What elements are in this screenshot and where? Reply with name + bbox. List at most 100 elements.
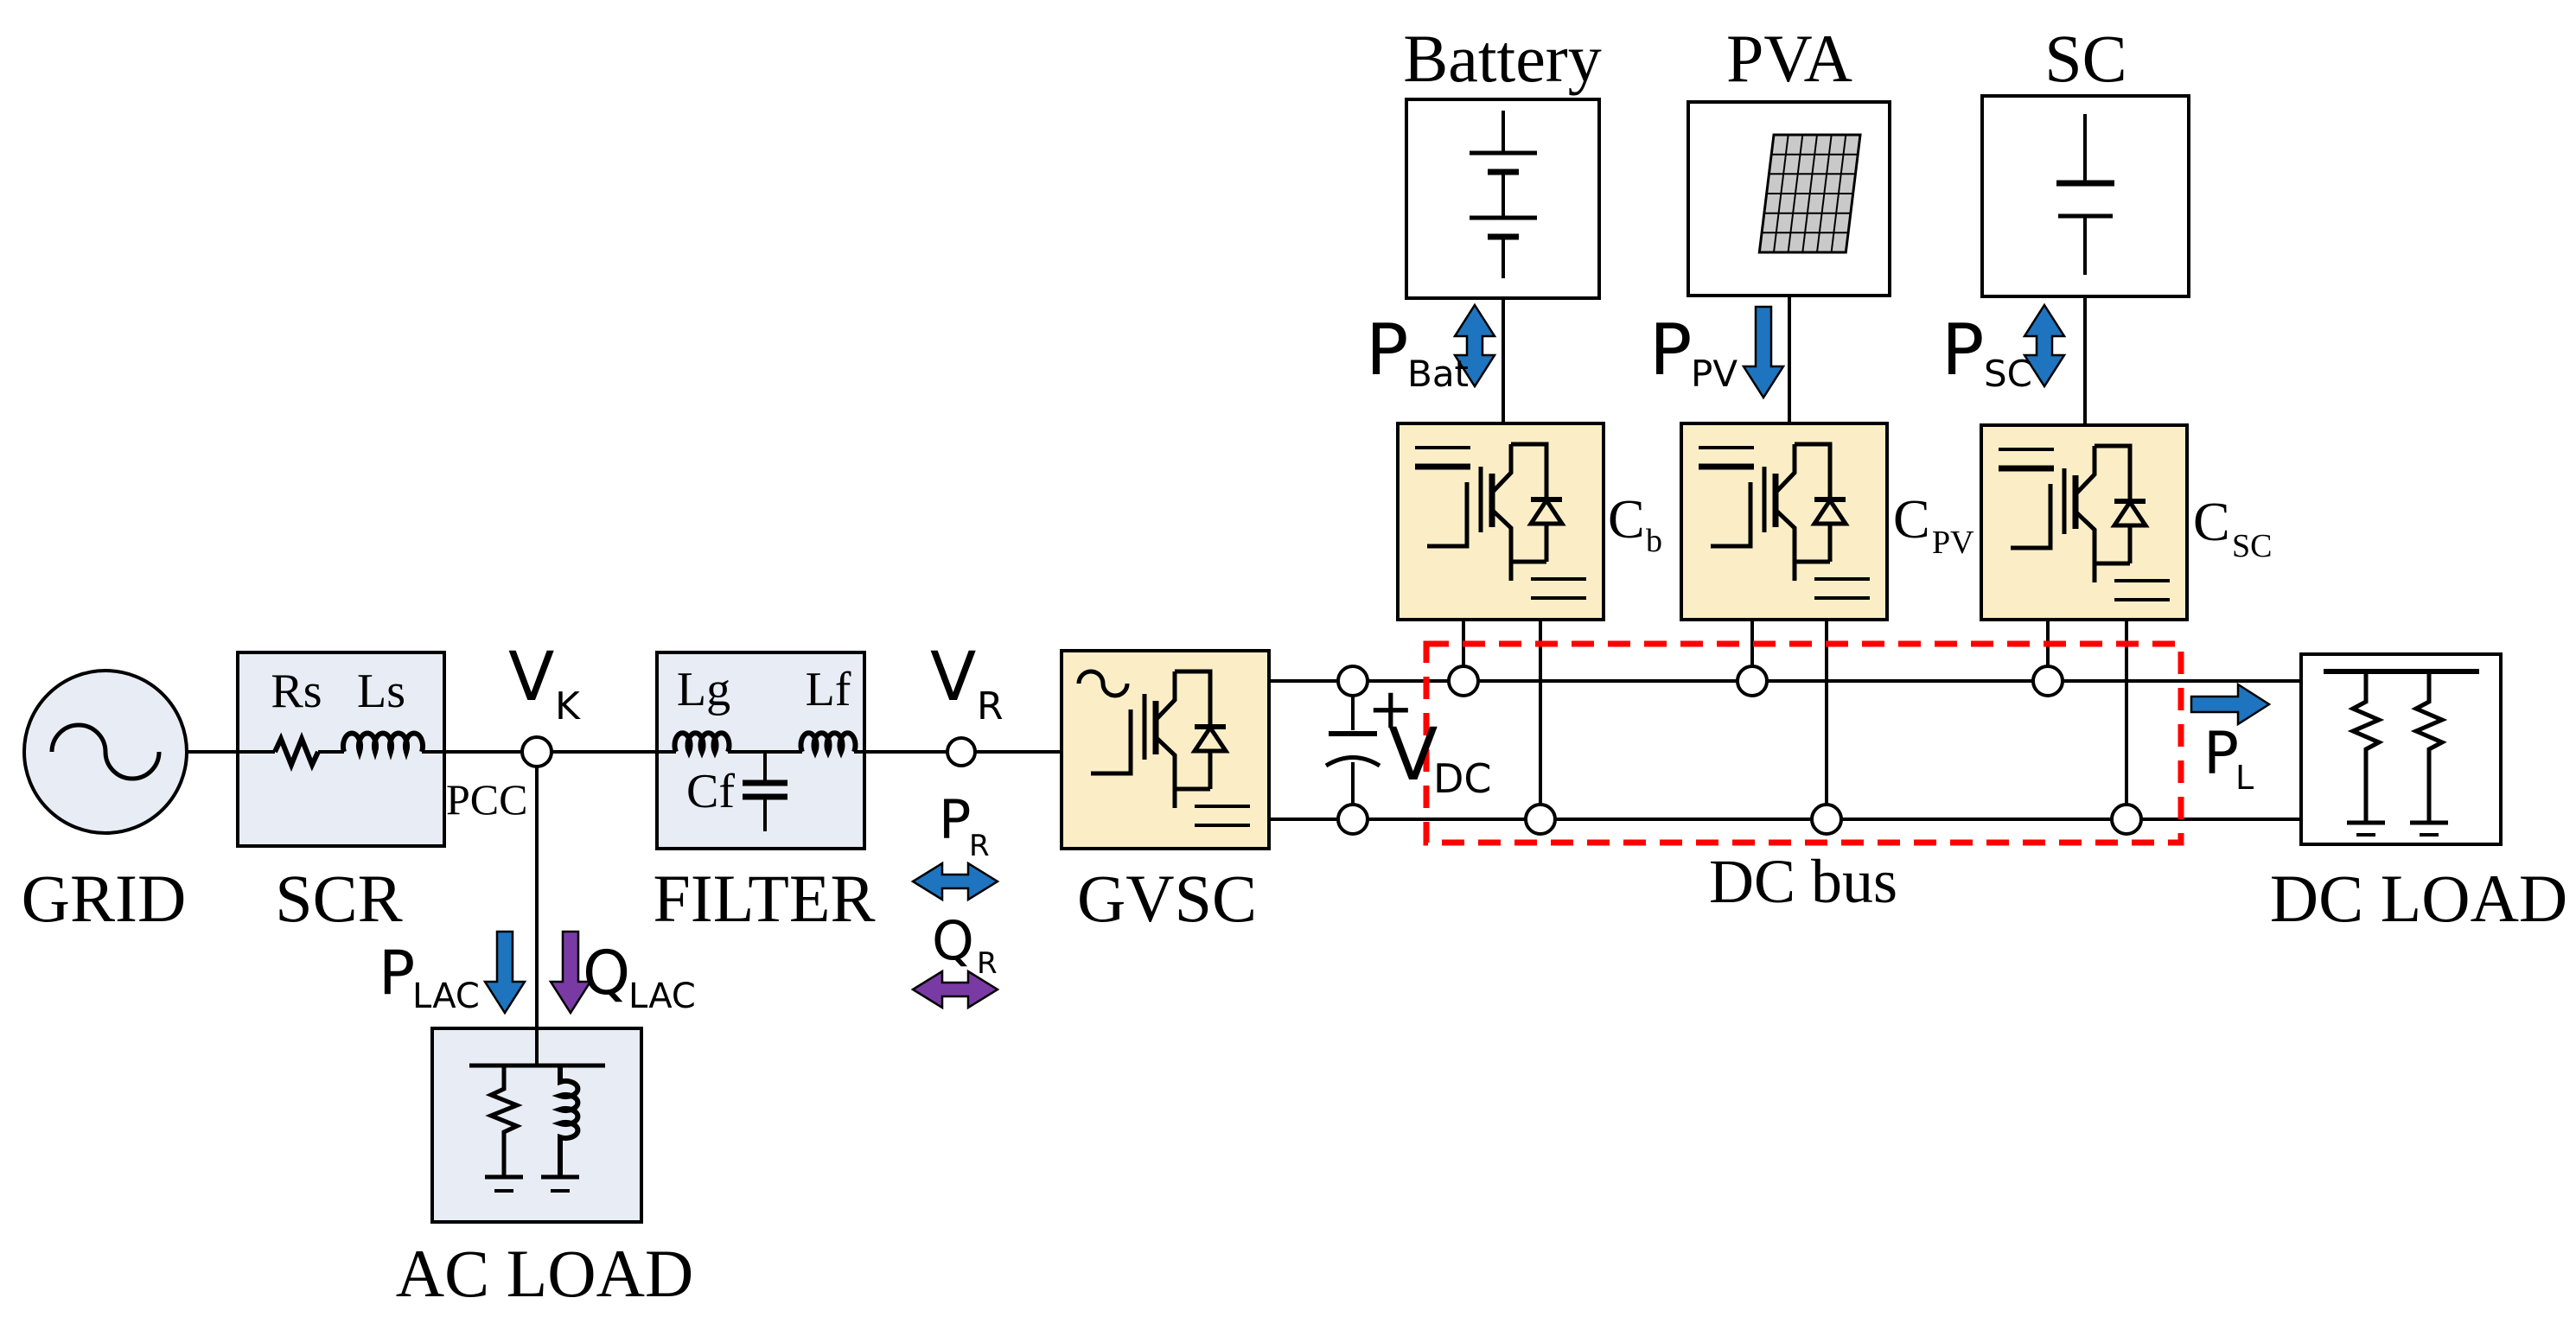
- diode-triangle-icon: [2110, 498, 2150, 528]
- pv-top-node: [1736, 665, 1769, 697]
- plac-down-arrow-icon: [482, 930, 527, 1015]
- igbt-icon: [2011, 443, 2133, 582]
- igbt-icon: [1427, 442, 1549, 581]
- filter-label: FILTER: [653, 861, 875, 936]
- pbat-label-sub: Bat: [1407, 353, 1469, 395]
- vr-node: [946, 736, 977, 767]
- battery-long-plates-icon: [1470, 150, 1537, 220]
- inductor-ls-icon: [341, 730, 425, 760]
- battery-short-plates-icon: [1488, 169, 1519, 240]
- dc-cap-bottom-node: [1336, 803, 1369, 836]
- cf-label: Cf: [686, 765, 735, 818]
- grid-label: GRID: [22, 861, 187, 936]
- psc-label: P: [1942, 309, 1984, 391]
- sc-top-node: [2031, 665, 2064, 697]
- battery-bottom-node: [1524, 803, 1557, 836]
- vdc-plus-sign: +: [1368, 678, 1414, 741]
- block-boxes: [22, 94, 2503, 1224]
- qr-label-sub: R: [977, 946, 998, 981]
- gvsc-box: [1060, 649, 1271, 850]
- pbat-label: P: [1366, 309, 1408, 391]
- ac-load-inductor-icon: [552, 1066, 581, 1175]
- ac-load-resistor-icon: [485, 1066, 523, 1175]
- sc-bottom-node: [2110, 803, 2143, 836]
- dc-bars-icon: [1531, 577, 1586, 600]
- dc-load-internals: [2324, 669, 2479, 837]
- dc-cap-curved-plate-icon: [1324, 755, 1381, 768]
- diode-triangle-icon: [1190, 723, 1230, 754]
- gvsc-internals: [1076, 669, 1250, 827]
- sc-label: SC: [2044, 21, 2126, 96]
- vr-label: V: [930, 639, 976, 716]
- plac-label: P: [379, 938, 415, 1008]
- cb-label: C: [1608, 488, 1645, 550]
- pcc-node: [520, 735, 553, 768]
- csc-label-sub: SC: [2232, 528, 2272, 564]
- pcc-label: PCC: [446, 775, 528, 824]
- pv-bottom-node: [1810, 803, 1843, 836]
- pl-right-arrow-icon: [2190, 682, 2272, 727]
- pv-converter-box: [1680, 422, 1889, 621]
- component-labels: Rs Ls Lg Lf Cf PCC C b C PV C SC: [271, 488, 2272, 824]
- filter-internals: [672, 730, 858, 800]
- gvsc-label: GVSC: [1077, 861, 1257, 936]
- qr-double-arrow-icon: [910, 969, 1000, 1010]
- cb-label-sub: b: [1646, 523, 1662, 559]
- inductor-lf-icon: [798, 730, 858, 759]
- battery-top-node: [1447, 665, 1480, 697]
- ac-sine-icon: [1076, 669, 1130, 698]
- bus-nodes: [520, 665, 2143, 836]
- ac-load-label: AC LOAD: [396, 1236, 694, 1311]
- dc-cap-top-node: [1336, 665, 1369, 697]
- battery-label: Battery: [1403, 21, 1602, 96]
- pv-panel-grid: [1761, 135, 1859, 252]
- capacitor-cf-icon: [743, 779, 787, 800]
- lg-label: Lg: [677, 663, 730, 716]
- vdc-label-sub: DC: [1433, 755, 1492, 802]
- cpv-label: C: [1893, 488, 1930, 550]
- pva-label: PVA: [1726, 21, 1852, 96]
- diode-triangle-icon: [1527, 496, 1566, 526]
- diode-triangle-icon: [1810, 496, 1850, 526]
- ppv-label-sub: PV: [1691, 353, 1738, 395]
- dc-load-box: [2299, 652, 2503, 846]
- dc-bars-icon: [2114, 579, 2170, 601]
- plac-label-sub: LAC: [412, 977, 480, 1016]
- dc-bars-icon: [1195, 805, 1250, 827]
- dc-load-resistor-1-icon: [2347, 671, 2385, 821]
- dc-link-capacitor: [1324, 731, 1381, 768]
- battery-converter-internals: [1415, 442, 1586, 600]
- vk-label: V: [508, 639, 554, 716]
- grid-sine-icon: [49, 722, 162, 781]
- ls-label: Ls: [357, 665, 405, 718]
- csc-label: C: [2193, 491, 2230, 552]
- dc-bars-icon: [1814, 577, 1870, 600]
- cpv-label-sub: PV: [1932, 525, 1974, 561]
- resistor-rs-icon: [272, 731, 321, 773]
- sc-converter-internals: [1999, 443, 2170, 601]
- signal-labels: V K V R + V DC P R Q R P L P LAC Q LAC P…: [379, 309, 2254, 1016]
- scr-internals: [272, 730, 425, 773]
- psc-double-arrow-icon: [2022, 302, 2067, 389]
- psc-label-sub: SC: [1984, 353, 2032, 395]
- scr-label: SCR: [275, 861, 402, 936]
- battery-converter-box: [1396, 422, 1605, 621]
- qlac-label-sub: LAC: [628, 977, 696, 1016]
- dc-bus-outline: [1423, 640, 2184, 846]
- vdc-label: V: [1388, 712, 1438, 797]
- qr-label: Q: [932, 909, 974, 972]
- igbt-icon: [1091, 669, 1213, 808]
- vr-label-sub: R: [977, 684, 1004, 728]
- qlac-down-arrow-icon: [548, 930, 593, 1015]
- pl-label: P: [2203, 720, 2239, 788]
- lf-label: Lf: [806, 663, 851, 716]
- ppv-down-arrow-icon: [1741, 305, 1786, 400]
- pr-label-sub: R: [969, 829, 990, 863]
- pr-double-arrow-icon: [910, 861, 1000, 902]
- pv-converter-internals: [1699, 442, 1870, 600]
- vk-label-sub: K: [555, 684, 581, 728]
- sc-symbol: [2056, 114, 2114, 275]
- pl-label-sub: L: [2235, 759, 2254, 797]
